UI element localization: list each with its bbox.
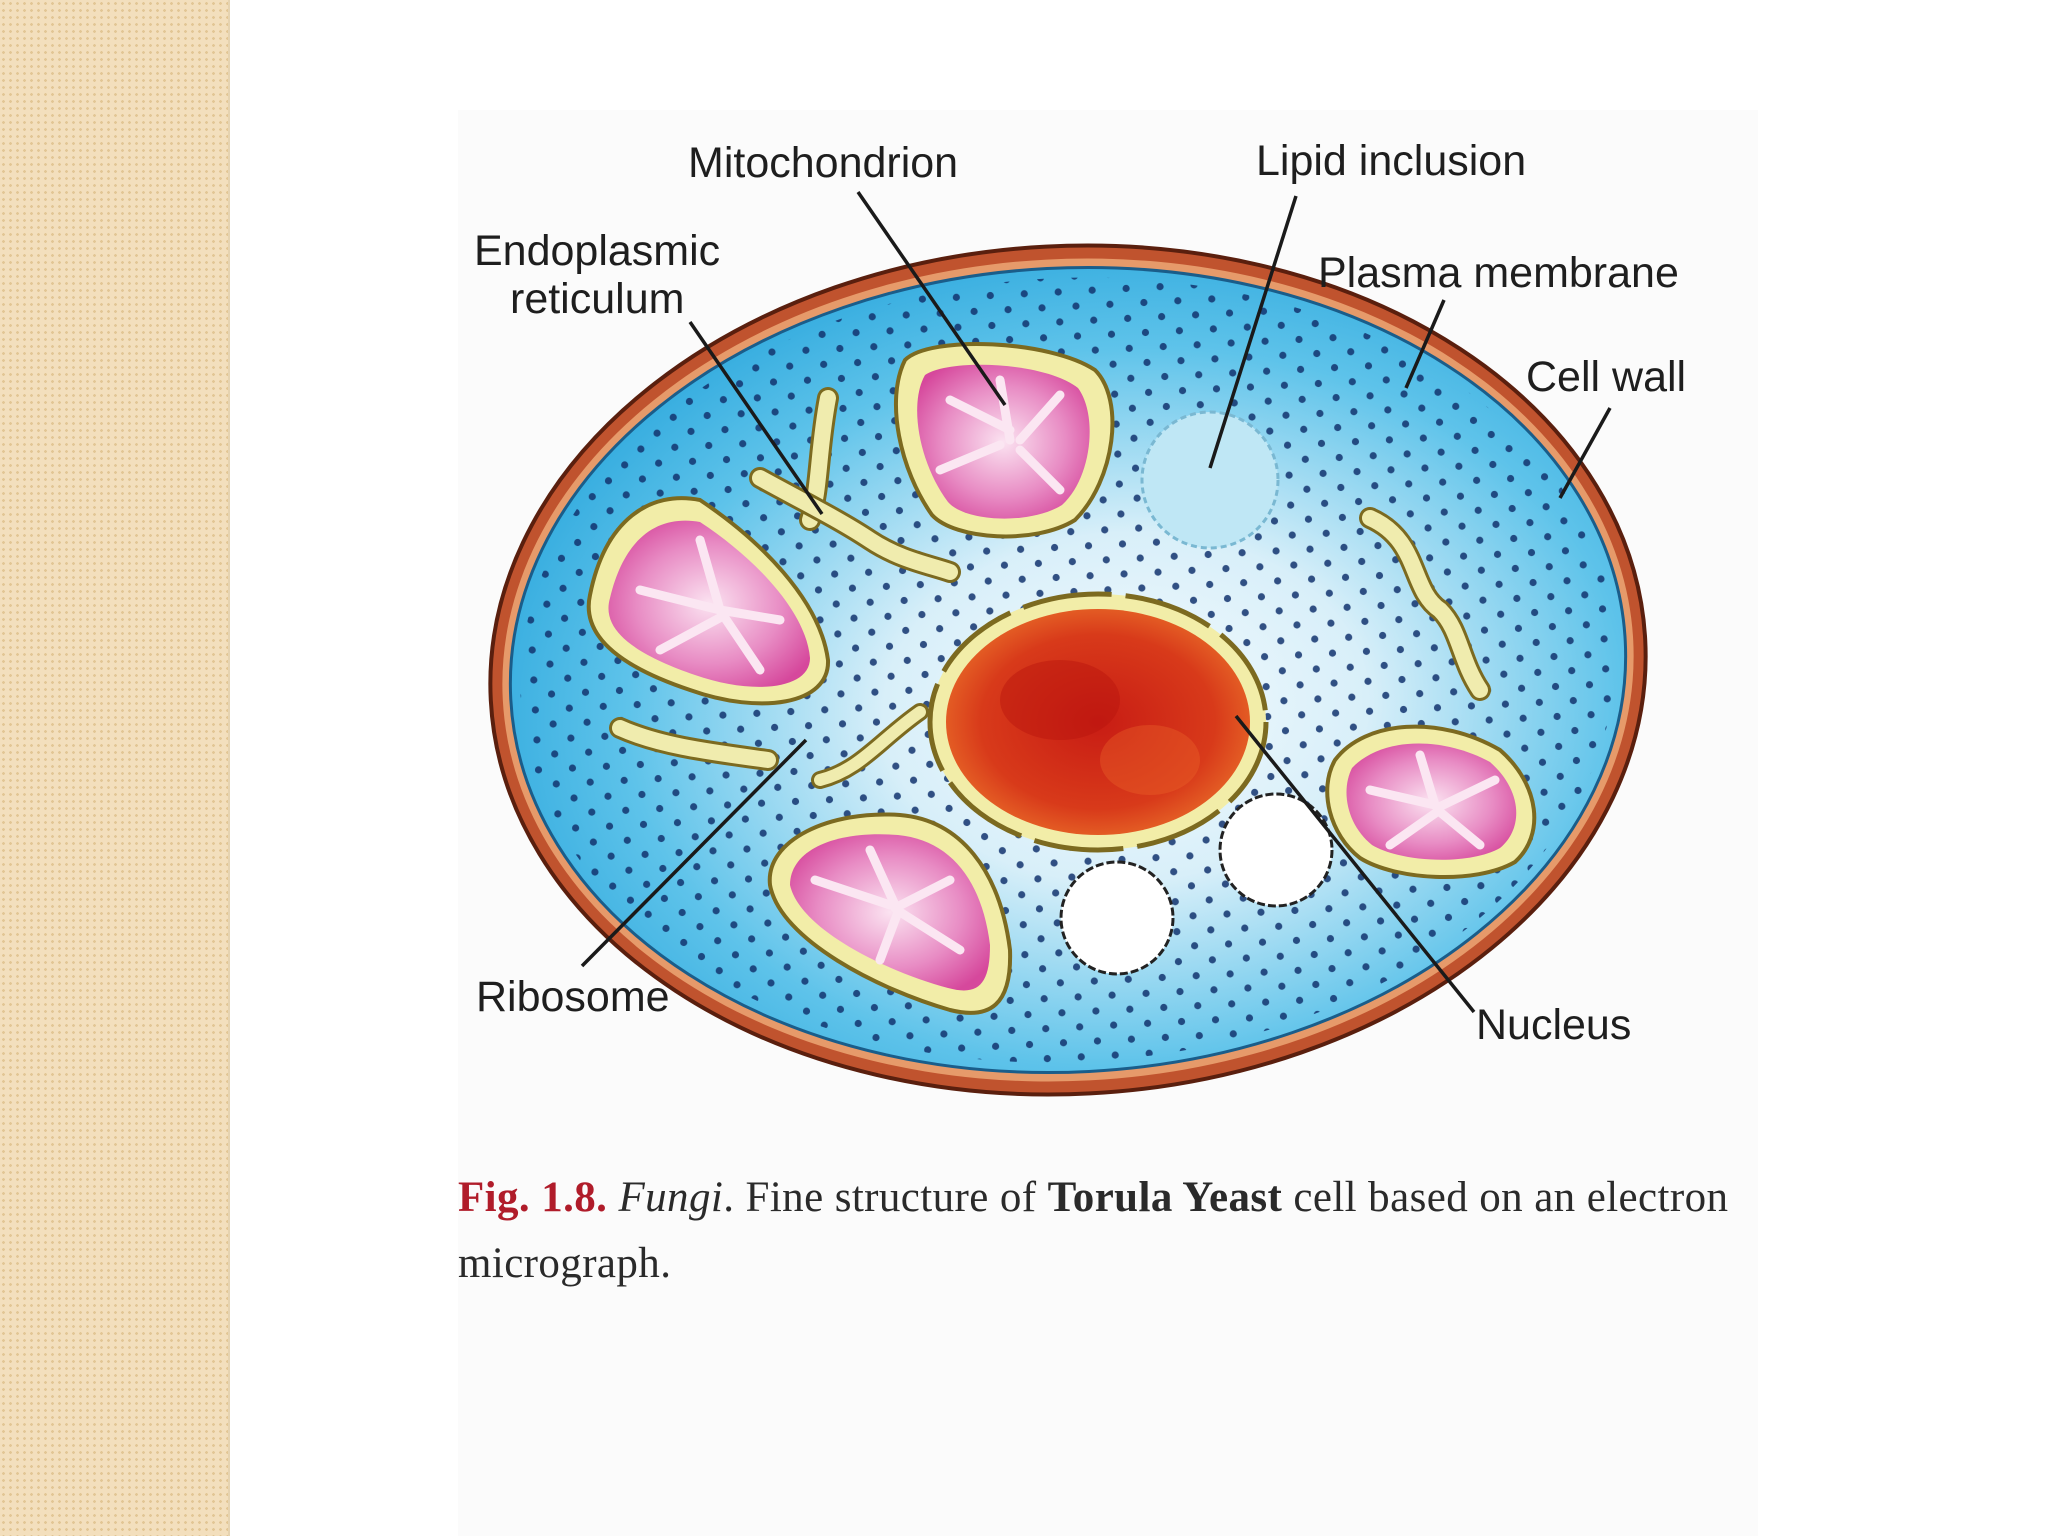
label-nucleus: Nucleus	[1476, 1001, 1632, 1049]
mitochondria	[586, 342, 1537, 1015]
leader-lines	[580, 191, 1612, 1014]
label-ribosome: Ribosome	[476, 973, 670, 1021]
label-plasma-membrane: Plasma membrane	[1318, 249, 1679, 297]
caption-bold-name: Torula Yeast	[1047, 1174, 1283, 1221]
lipid-inclusions	[1059, 410, 1334, 976]
caption-text-1: . Fine structure of	[723, 1174, 1048, 1221]
label-mitochondrion: Mitochondrion	[688, 139, 959, 187]
nucleus	[927, 591, 1269, 853]
caption-kingdom: Fungi	[618, 1174, 724, 1221]
label-cell-wall: Cell wall	[1526, 353, 1687, 401]
endoplasmic-reticulum	[609, 387, 1491, 789]
caption-text-2: cell based on an electron micrograph.	[458, 1174, 1729, 1287]
figure-caption: Fig. 1.8. Fungi. Fine structure of Torul…	[458, 1165, 1758, 1297]
label-endoplasmic-reticulum-line1: Endoplasmic	[474, 227, 721, 275]
caption-fig-number: Fig. 1.8.	[458, 1174, 608, 1221]
decorative-side-strip	[0, 0, 230, 1536]
label-endoplasmic-reticulum-line2: reticulum	[510, 275, 685, 323]
label-lipid-inclusion: Lipid inclusion	[1256, 137, 1527, 185]
